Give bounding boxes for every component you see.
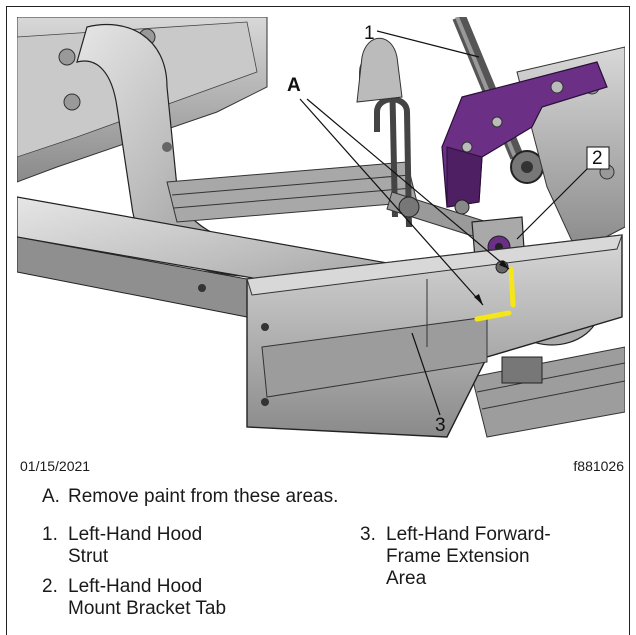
paint-removal-marks — [474, 266, 516, 322]
legend-key: A. — [42, 486, 60, 507]
shock-tube — [386, 191, 488, 240]
legend-key: 2. — [42, 576, 58, 597]
legend-text-line: Strut — [68, 546, 109, 567]
callout-leaders — [299, 30, 596, 416]
figure-date: 01/15/2021 — [20, 458, 91, 474]
legend-text-line: Mount Bracket Tab — [68, 598, 227, 619]
figure-frame — [6, 6, 630, 635]
legend-text: Remove paint from these areas. — [68, 486, 339, 507]
legend-key: 3. — [360, 524, 376, 545]
callout-2: 2 — [592, 148, 603, 169]
callout-a: A — [287, 75, 301, 96]
hood-mount-bracket — [441, 61, 608, 208]
callout-1: 1 — [364, 23, 375, 44]
legend-text-line: Left-Hand Forward- — [386, 524, 551, 545]
technical-illustration: A 1 2 3 — [17, 17, 625, 441]
legend-text-line: Left-Hand Hood — [68, 576, 203, 597]
legend-text-line: Frame Extension — [386, 546, 530, 567]
figure-code: f881026 — [573, 458, 624, 474]
legend-item-a: A. Remove paint from these areas. — [42, 486, 338, 508]
spring-hanger — [356, 37, 403, 103]
callout-3: 3 — [435, 415, 446, 436]
callout-arrowheads — [474, 260, 509, 305]
callout-2-box — [586, 146, 610, 170]
front-plate — [246, 234, 623, 438]
legend-key: 1. — [42, 524, 58, 545]
leaf-spring-front — [471, 346, 625, 438]
legend-text-line: Area — [386, 568, 427, 589]
legend-text-line: Left-Hand Hood — [68, 524, 203, 545]
